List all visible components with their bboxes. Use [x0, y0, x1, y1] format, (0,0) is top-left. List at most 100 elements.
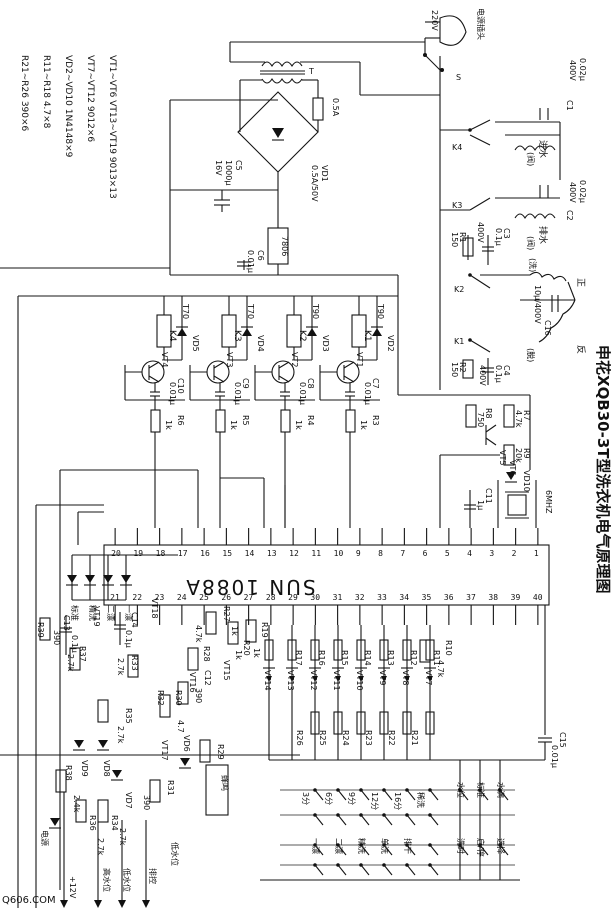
r27-label: R27 [222, 606, 231, 622]
c11-value: 1μ [476, 500, 485, 510]
c5-voltage: 16V [214, 160, 223, 176]
key-resistor [310, 711, 320, 735]
legend-line-3: VD2~VD10 1N4148×9 [63, 55, 73, 158]
motor-wash: (洗) [528, 258, 538, 272]
diode-vd2: VD2 [386, 335, 395, 352]
r20-label: R20 [242, 640, 251, 656]
schematic-title: 申花XQB30-3T型洗衣机电气原理图 [594, 345, 611, 594]
vt11-label: VT11 [332, 670, 341, 691]
coil-k3: T70 [246, 303, 255, 319]
status-leds [66, 554, 178, 601]
power-plug: 电源插头 220V [425, 8, 486, 46]
r21-label: R21 [410, 730, 419, 746]
vt19-label: VT19 [92, 606, 101, 627]
c13-value: 0.1μ [70, 635, 79, 653]
c1-value: 0.02μ [578, 58, 587, 81]
ic-pin-bottom-number: 34 [399, 593, 409, 602]
key-switch [314, 814, 324, 826]
diode-vd4: VD4 [256, 335, 265, 352]
ic-pin-top-number: 1 [534, 549, 539, 558]
led-label-1: 标准 [70, 605, 80, 621]
right-switch2-2: 选择 [496, 838, 506, 854]
motor-cap-label: C16 [543, 320, 552, 336]
side-switch [459, 789, 469, 801]
key-switch [337, 814, 347, 826]
bottom-left-drivers: R19 1k R20 1k R27 1k R28 4.7k VT15 VT16 … [36, 598, 269, 908]
r11-label: R11 [432, 650, 441, 666]
coil-k4: T70 [181, 303, 190, 319]
ic-pin-bottom-number: 29 [288, 593, 298, 602]
ic-pin-bottom-number: 26 [221, 593, 231, 602]
r37-label: R37 [78, 646, 87, 662]
r36-label: R36 [88, 815, 97, 831]
key-switch [314, 844, 324, 856]
fuse: 0.5A [312, 97, 340, 121]
key-2: 16分 [393, 792, 402, 810]
r32-value: 4.7 [176, 720, 185, 733]
voltage-label: 220V [430, 10, 439, 31]
ic-pin-top-number: 2 [512, 549, 517, 558]
ic-pin-top-number: 16 [200, 549, 210, 558]
bridge-rectifier: VD1 0.5A/50V [237, 91, 329, 202]
r39-value: 390 [52, 630, 61, 645]
c4-label: C4 [502, 365, 511, 376]
res-r5-value: 1k [229, 420, 238, 430]
legend-line-2: VT7~VT12 9012×6 [85, 55, 95, 142]
matrix-resistor [333, 639, 343, 661]
transformer-label: T [308, 67, 314, 76]
ic-pin-bottom-number: 28 [266, 593, 276, 602]
ic-pin-bottom-number: 32 [355, 593, 365, 602]
key-switch [429, 789, 439, 801]
transistor-arrow [404, 676, 410, 682]
ic-pin-bottom-number: 36 [444, 593, 454, 602]
vt17-label: VT17 [160, 740, 169, 761]
c14-label: C14 [130, 612, 139, 628]
transistor-collector [343, 361, 355, 369]
coil-k1: T90 [376, 303, 385, 319]
c1-voltage: 400V [568, 60, 577, 81]
low-water-label: 低水位 [170, 842, 180, 866]
ic-pin-bottom-number: 21 [110, 593, 120, 602]
r27-value: 1k [230, 626, 239, 636]
matrix-resistor [356, 639, 366, 661]
r7-label: R7 [522, 410, 531, 421]
k1-label: K1 [454, 337, 464, 346]
k3-label: K3 [452, 201, 462, 210]
key-switch [383, 814, 393, 826]
ic-pin-bottom-number: 25 [199, 593, 209, 602]
transistor-emitter [148, 375, 160, 383]
key-6: 3分 [301, 792, 310, 805]
diode-symbol [372, 328, 382, 336]
main-switch: S [423, 38, 461, 90]
ic-pin-bottom-number: 31 [333, 593, 343, 602]
diode-vd5: VD5 [191, 335, 200, 352]
ic-pin-top-number: 14 [245, 549, 255, 558]
v12-label: +12V [68, 876, 77, 899]
motor-spin: (脱) [526, 348, 536, 362]
c6-label: C6 [256, 250, 265, 261]
side-switch [499, 789, 509, 801]
key-label-4: 二漂 [334, 838, 344, 854]
drain-valve: 排水 [537, 226, 549, 244]
ic-label: SUN 1088A [184, 575, 315, 599]
r2-label: R2 [458, 362, 467, 373]
key-switch [383, 844, 393, 856]
key-switch [383, 789, 393, 801]
key-resistor [333, 711, 343, 735]
crystal-label: 6MHZ [544, 490, 553, 514]
regulator-label: 7806 [280, 236, 289, 256]
relay-labels: K4 K3 K2 K1 T70 T70 T90 T90 VD5 VD4 VD3 … [160, 303, 395, 430]
transistor-arrow [427, 676, 433, 682]
legend-line-4: R11~R18 4.7×8 [41, 55, 51, 129]
r35-label: R35 [124, 708, 133, 724]
key-switch [406, 789, 416, 801]
vd8-label: VD8 [102, 760, 111, 777]
motor: 正 反 C16 10μ/400V (洗) (脱) K2 K1 R2 150 C4… [450, 258, 586, 386]
capacitor-c5: C5 1000μ 16V [214, 160, 243, 212]
r12-label: R12 [409, 650, 418, 666]
drain-ctrl-label: 排控 [148, 868, 158, 884]
ic-pin-top-number: 18 [156, 549, 166, 558]
r19-label: R19 [260, 622, 269, 638]
transistor-arrow [358, 676, 364, 682]
key-label-5: 一漂 [311, 838, 321, 854]
